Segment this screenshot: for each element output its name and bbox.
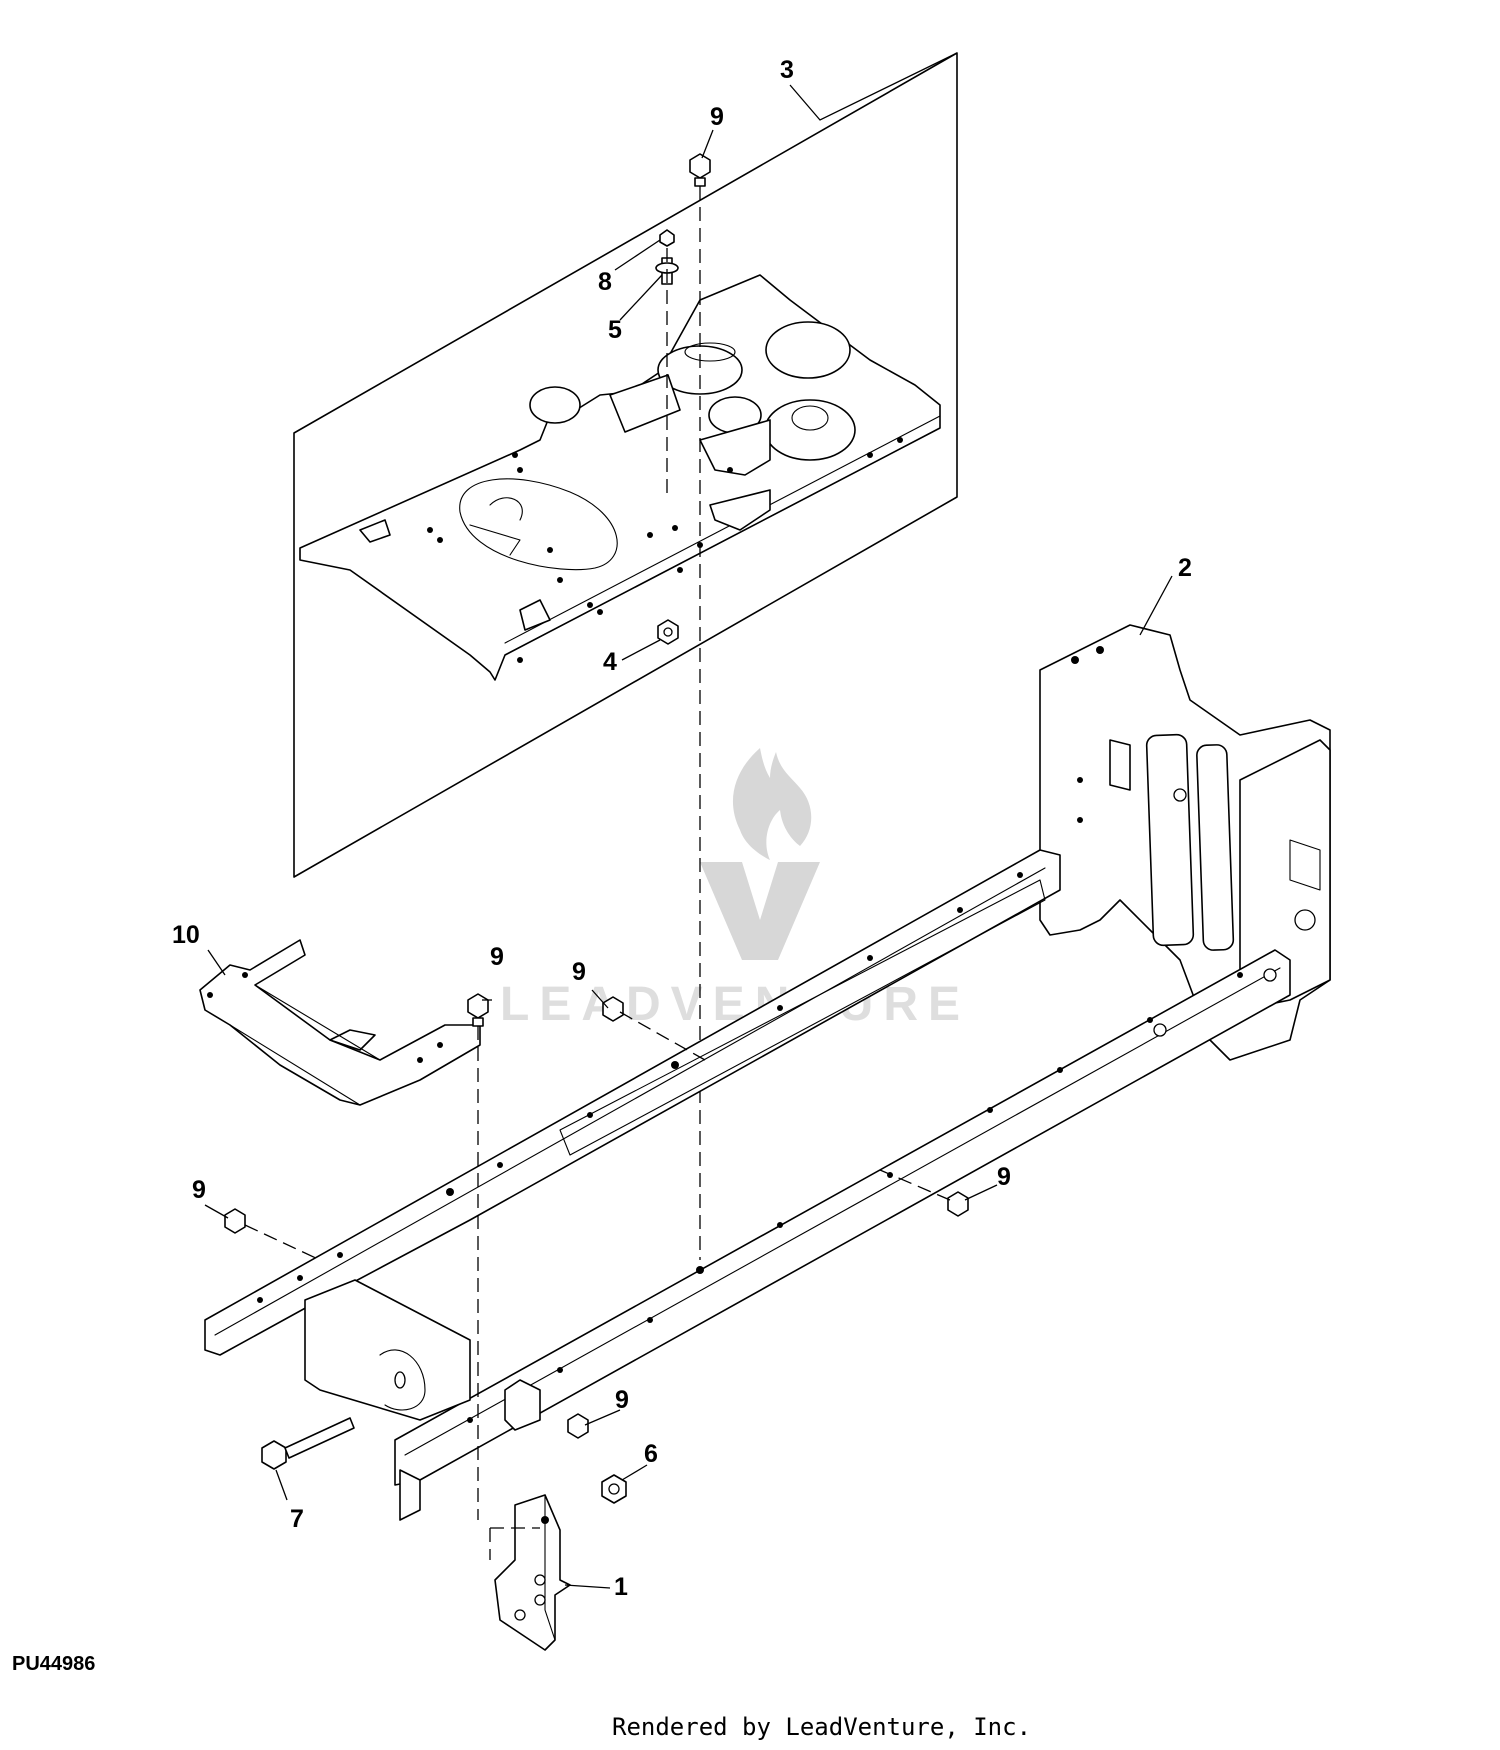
left-frame-rail [204,849,1061,1356]
leadventure-watermark-logo [700,748,820,960]
callout-9-rail-left: 9 [192,1176,206,1204]
callout-7: 7 [290,1505,304,1533]
callout-6: 6 [644,1440,658,1468]
part-8-nut [659,229,675,247]
part-10-front-bracket [199,939,481,1106]
part-9-screw-rail-left [224,1208,246,1234]
part-1-mounting-plate [494,1494,571,1651]
figure-id: PU44986 [12,1653,96,1675]
part-6-nut [601,1474,627,1504]
leader-lines [204,52,1173,1589]
part-4-nut [657,619,679,645]
callout-3: 3 [780,56,794,84]
drive-opening [459,478,618,571]
part-7-bolt [261,1417,355,1470]
callout-10: 10 [172,921,200,949]
part-9-screw-top [689,153,711,187]
part-9-screw-rail-upper [602,996,624,1022]
part-9-screw-bracket [467,993,489,1027]
right-frame-rail [394,949,1291,1486]
callout-5: 5 [608,316,622,344]
callout-4: 4 [603,648,617,676]
callout-9-bracket: 9 [490,943,504,971]
callout-1: 1 [614,1573,628,1601]
callout-8: 8 [598,268,612,296]
part-9-screw-rail-front [567,1413,589,1439]
part-9-screw-rail-right [947,1191,969,1217]
deck-holes [427,437,903,663]
inset-box [293,52,958,878]
callout-9-rail-upper: 9 [572,958,586,986]
callout-2: 2 [1178,554,1192,582]
callout-9-top: 9 [710,103,724,131]
part-2-rear-frame [1039,624,1331,1061]
render-credit: Rendered by LeadVenture, Inc. [612,1713,1032,1741]
main-frame [204,849,1291,1521]
frame-holes [257,872,1277,1423]
front-cross-member [304,1279,471,1421]
callout-9-rail-front: 9 [615,1386,629,1414]
callout-9-rail-right: 9 [997,1163,1011,1191]
callouts: 3 9 8 5 4 2 10 9 9 9 9 9 6 7 1 [172,56,1192,1601]
